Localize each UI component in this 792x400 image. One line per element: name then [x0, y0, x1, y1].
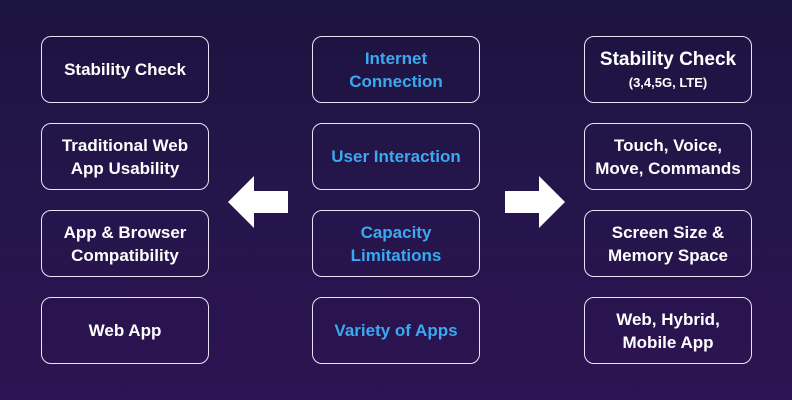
- left-box-label: Web App: [88, 321, 162, 340]
- left-box-stability-check: Stability Check: [41, 36, 209, 103]
- left-box-label: Traditional Web App Usability: [61, 135, 189, 178]
- middle-box-capacity-limitations: Capacity Limitations: [312, 210, 480, 277]
- middle-box-user-interaction: User Interaction: [312, 123, 480, 190]
- middle-box-label: Capacity Limitations: [350, 222, 442, 265]
- arrow-left-icon: [228, 176, 288, 228]
- left-box-label: Stability Check: [64, 60, 186, 79]
- left-box-web-app: Web App: [41, 297, 209, 364]
- right-box-label: Web, Hybrid, Mobile App: [616, 309, 720, 352]
- middle-box-label: Variety of Apps: [334, 321, 458, 340]
- arrow-right-icon: [505, 176, 565, 228]
- middle-box-label: User Interaction: [331, 147, 461, 166]
- right-box-stability-check: Stability Check (3,4,5G, LTE): [584, 36, 752, 103]
- right-box-web-hybrid-mobile-app: Web, Hybrid, Mobile App: [584, 297, 752, 364]
- left-box-app-browser-compatibility: App & Browser Compatibility: [41, 210, 209, 277]
- right-box-sublabel: (3,4,5G, LTE): [628, 74, 708, 90]
- right-box-label: Touch, Voice, Move, Commands: [595, 135, 741, 178]
- right-box-label: Stability Check: [599, 48, 737, 70]
- middle-box-internet-connection: Internet Connection: [312, 36, 480, 103]
- right-box-label: Screen Size & Memory Space: [608, 222, 728, 265]
- middle-box-label: Internet Connection: [349, 48, 443, 91]
- left-box-label: App & Browser Compatibility: [63, 222, 187, 265]
- right-box-screen-size-memory-space: Screen Size & Memory Space: [584, 210, 752, 277]
- right-box-touch-voice-move-commands: Touch, Voice, Move, Commands: [584, 123, 752, 190]
- left-box-traditional-web-app-usability: Traditional Web App Usability: [41, 123, 209, 190]
- middle-box-variety-of-apps: Variety of Apps: [312, 297, 480, 364]
